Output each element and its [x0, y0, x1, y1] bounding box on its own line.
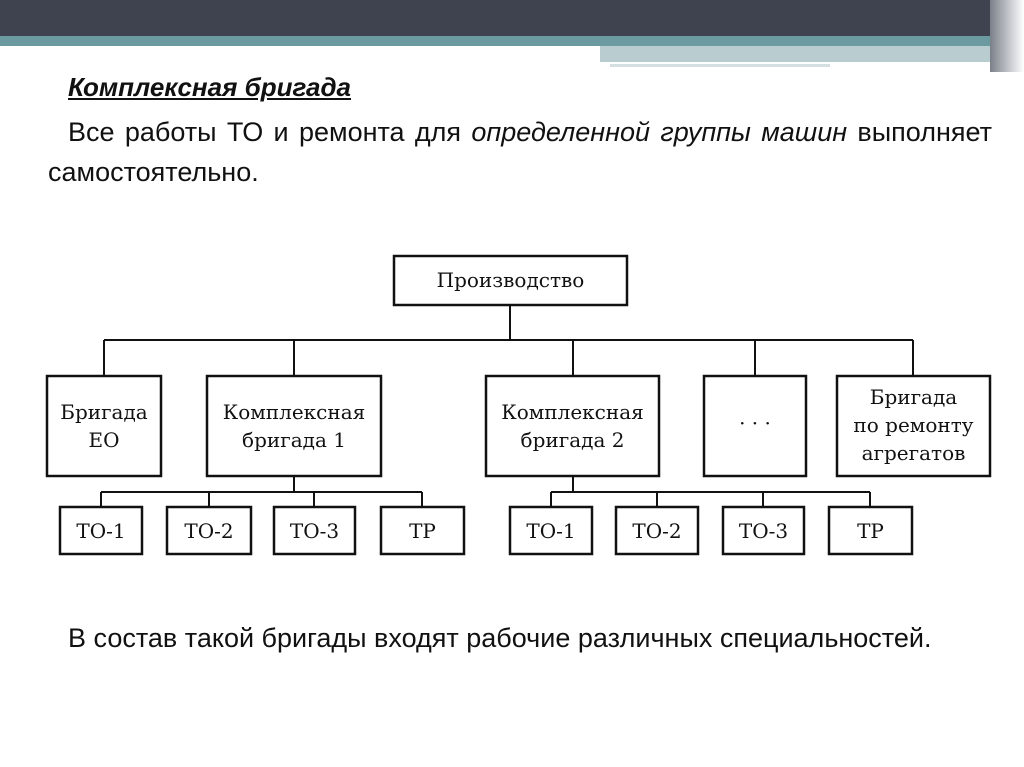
node-production: Производство [392, 254, 629, 307]
node-g2-to3-label: ТО-3 [739, 519, 788, 543]
node-complex-brigade-1: Комплексная бригада 1 [205, 374, 383, 478]
connector-lines [100, 305, 914, 507]
node-complex-brigade-1-line2: бригада 1 [242, 428, 346, 452]
node-aggregate-repair-line3: агрегатов [862, 441, 966, 465]
node-g1-to3: ТО-3 [272, 505, 357, 556]
node-complex-brigade-2-line2: бригада 2 [521, 428, 625, 452]
header-accent-stripe [0, 36, 990, 46]
node-brigade-eo-line2: ЕО [89, 428, 120, 452]
slide-title: Комплексная бригада [68, 72, 352, 102]
intro-text-1: Все работы ТО и ремонта для [68, 117, 472, 147]
node-brigade-eo: Бригада ЕО [45, 374, 163, 478]
node-ellipsis: · · · [702, 374, 808, 478]
node-g1-tr-label: ТР [409, 519, 436, 543]
node-complex-brigade-1-line1: Комплексная [223, 400, 366, 424]
node-g1-to1-label: ТО-1 [76, 519, 125, 543]
header-light-stripe [600, 46, 990, 62]
header-shadow-edge [990, 0, 1024, 72]
node-g1-to2: ТО-2 [165, 505, 253, 556]
node-ellipsis-label: · · · [739, 411, 771, 435]
node-g1-to3-label: ТО-3 [290, 519, 339, 543]
node-g2-to3: ТО-3 [721, 505, 806, 556]
slide-header-bar [0, 0, 1024, 36]
node-brigade-eo-line1: Бригада [60, 400, 148, 424]
node-g1-tr: ТР [379, 505, 466, 556]
node-complex-brigade-2-line1: Комплексная [501, 400, 644, 424]
node-g2-to2-label: ТО-2 [632, 519, 681, 543]
node-production-label: Производство [437, 268, 585, 292]
footer-paragraph: В состав такой бригады входят рабочие ра… [68, 623, 932, 653]
node-g1-to1: ТО-1 [58, 505, 144, 556]
intro-text-2: выполняет самостоятельно. [48, 117, 992, 187]
intro-paragraph: Все работы ТО и ремонта для определенной… [48, 112, 992, 192]
node-g2-tr: ТР [827, 505, 914, 556]
node-g2-to2: ТО-2 [614, 505, 700, 556]
intro-emphasis: определенной группы машин [471, 117, 848, 147]
node-aggregate-repair-line1: Бригада [870, 385, 958, 409]
node-g2-tr-label: ТР [857, 519, 884, 543]
node-g2-to1-label: ТО-1 [526, 519, 575, 543]
node-aggregate-repair-brigade: Бригада по ремонту агрегатов [835, 374, 992, 478]
header-faint-stripe [610, 64, 830, 67]
node-g2-to1: ТО-1 [508, 505, 594, 556]
node-g1-to2-label: ТО-2 [184, 519, 233, 543]
node-complex-brigade-2: Комплексная бригада 2 [484, 374, 661, 478]
node-aggregate-repair-line2: по ремонту [853, 413, 973, 437]
